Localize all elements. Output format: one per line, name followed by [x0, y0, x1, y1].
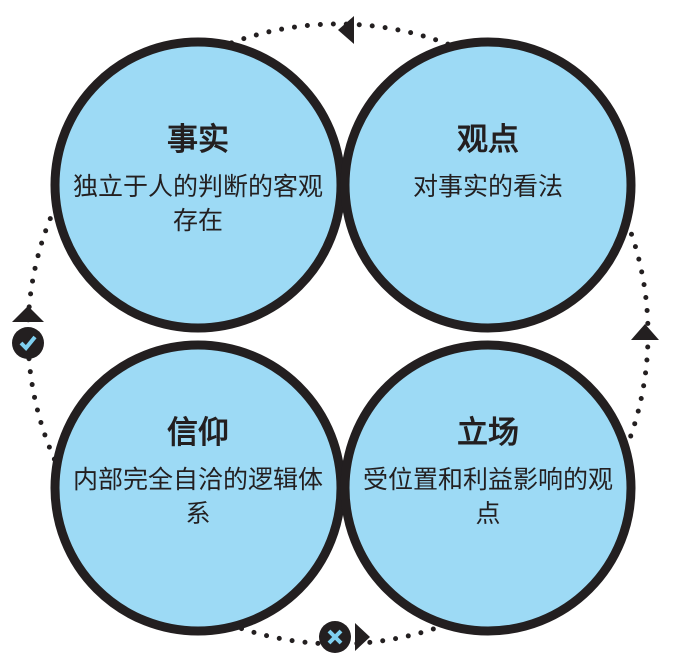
quadrant-desc: 独立于人的判断的客观存在: [72, 172, 323, 235]
check-icon: [12, 327, 44, 359]
circle-stance: [340, 340, 636, 636]
x-icon: [319, 621, 351, 653]
circle-opinion: [340, 37, 636, 333]
quadrant-fact: 事实 独立于人的判断的客观存在: [63, 120, 333, 238]
arrow-left-icon: [338, 16, 354, 44]
quadrant-desc: 对事实的看法: [412, 172, 563, 201]
quadrant-stance: 立场 受位置和利益影响的观点: [353, 413, 623, 531]
quadrant-desc: 受位置和利益影响的观点: [362, 465, 613, 528]
quadrant-title: 信仰: [167, 415, 229, 451]
arrow-up-icon: [12, 306, 44, 322]
quadrant-title: 观点: [457, 122, 519, 158]
quadrant-belief: 信仰 内部完全自洽的逻辑体系: [63, 413, 333, 531]
quadrant-title: 立场: [457, 415, 519, 451]
arrow-up-icon: [631, 324, 659, 340]
arrow-right-icon: [355, 623, 370, 651]
quadrant-title: 事实: [167, 122, 229, 158]
quadrant-desc: 内部完全自洽的逻辑体系: [72, 465, 323, 528]
quadrant-opinion: 观点 对事实的看法: [353, 120, 623, 204]
